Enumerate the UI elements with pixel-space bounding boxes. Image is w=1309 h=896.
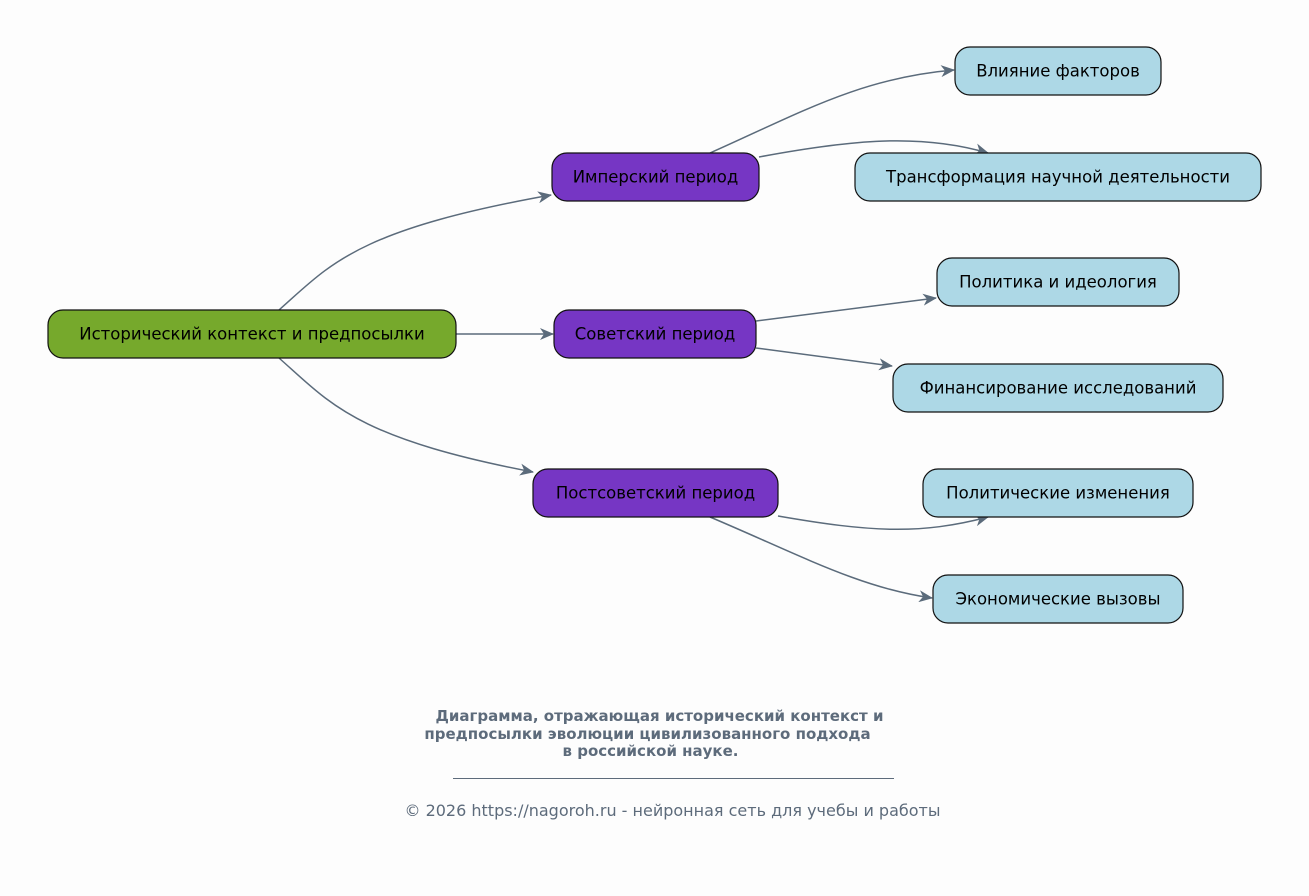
node-transformation-label: Трансформация научной деятельности	[885, 168, 1230, 187]
node-factors-box	[954, 46, 1162, 96]
edge-root-to-imperial	[278, 191, 552, 311]
node-funding-label: Финансирование исследований	[920, 379, 1197, 398]
node-soviet-period[interactable]: Советский период	[553, 309, 757, 359]
node-transformation[interactable]: Трансформация научной деятельности	[854, 152, 1262, 202]
node-postsoviet-period[interactable]: Постсоветский период	[532, 468, 779, 518]
node-root-box	[47, 309, 457, 359]
nodes-layer: Исторический контекст и предпосылки Импе…	[47, 46, 1262, 624]
node-imperial-label: Имперский период	[573, 168, 739, 187]
edge-imperial-to-transformation	[758, 140, 989, 158]
node-economic-box	[932, 574, 1184, 624]
node-political-changes[interactable]: Политические изменения	[922, 468, 1194, 518]
node-imperial-period[interactable]: Имперский период	[551, 152, 760, 202]
node-postsoviet-box	[532, 468, 779, 518]
node-political-changes-label: Политические изменения	[946, 484, 1170, 503]
caption-line-1: Диаграмма, отражающая исторический конте…	[435, 707, 884, 725]
edge-postsoviet-to-political-changes	[777, 514, 989, 531]
node-transformation-box	[854, 152, 1262, 202]
node-politics[interactable]: Политика и идеология	[936, 257, 1180, 307]
node-factors[interactable]: Влияние факторов	[954, 46, 1162, 96]
node-root[interactable]: Исторический контекст и предпосылки	[47, 309, 457, 359]
caption-line-3: в российской науке.	[562, 742, 739, 760]
node-economic-label: Экономические вызовы	[955, 590, 1160, 609]
edge-soviet-to-funding	[755, 347, 893, 371]
diagram-caption: Диаграмма, отражающая исторический конте…	[0, 707, 1309, 761]
edges-layer	[278, 65, 989, 603]
node-soviet-label: Советский период	[575, 325, 735, 344]
caption-divider	[453, 778, 894, 779]
node-soviet-box	[553, 309, 757, 359]
node-imperial-box	[551, 152, 760, 202]
node-root-label: Исторический контекст и предпосылки	[79, 325, 424, 344]
node-postsoviet-label: Постсоветский период	[556, 484, 755, 503]
node-funding-box	[892, 363, 1224, 413]
node-economic[interactable]: Экономические вызовы	[932, 574, 1184, 624]
caption-line-2: предпосылки эволюции цивилизованного под…	[424, 724, 871, 743]
node-factors-label: Влияние факторов	[976, 62, 1140, 81]
footer-copyright: © 2026 https://nagoroh.ru - нейронная се…	[404, 801, 941, 820]
node-political-changes-box	[922, 468, 1194, 518]
node-funding[interactable]: Финансирование исследований	[892, 363, 1224, 413]
node-politics-label: Политика и идеология	[959, 273, 1157, 292]
edge-imperial-to-factors	[709, 65, 955, 154]
edge-soviet-to-politics	[755, 293, 937, 322]
edge-root-to-postsoviet	[278, 357, 534, 476]
node-politics-box	[936, 257, 1180, 307]
edge-postsoviet-to-economic	[709, 516, 933, 603]
